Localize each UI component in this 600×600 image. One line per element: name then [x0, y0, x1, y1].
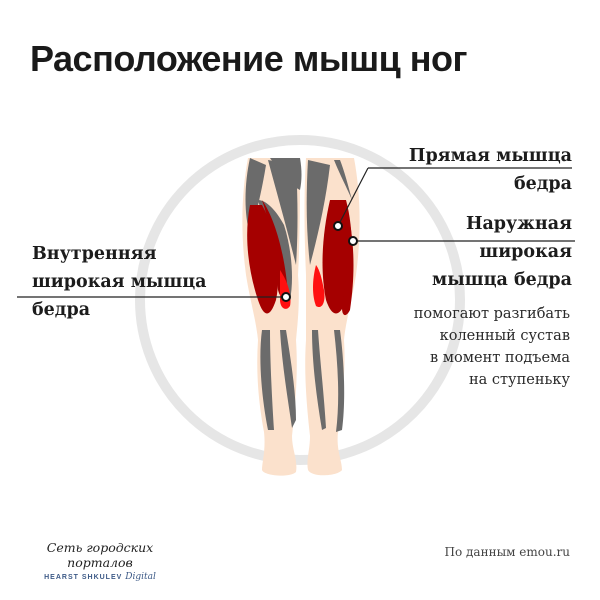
label-vastus-medialis: Внутренняя широкая мышца бедра	[32, 240, 207, 324]
description-line: на ступеньку	[469, 372, 570, 388]
label-line: мышца бедра	[432, 270, 572, 290]
description-line: коленный сустав	[439, 328, 570, 344]
label-line: широкая	[479, 242, 572, 262]
left-leg	[242, 158, 300, 476]
marker-rectus	[333, 221, 343, 231]
label-line: Прямая мышца	[408, 146, 572, 166]
publisher-logo: Сеть городских порталов HEARST SHKULEV D…	[30, 540, 170, 582]
label-line: бедра	[513, 174, 572, 194]
label-line: Наружная	[465, 214, 572, 234]
label-line: широкая мышца	[32, 272, 207, 292]
description-line: помогают разгибать	[413, 306, 570, 322]
background-circle	[135, 135, 465, 465]
marker-lateralis	[348, 236, 358, 246]
logo-text-main: Сеть городских порталов	[46, 540, 154, 570]
description-text: помогают разгибать коленный сустав в мом…	[414, 303, 570, 391]
logo-digital: Digital	[125, 572, 156, 582]
logo-brand: HEARST SHKULEV	[44, 574, 123, 581]
logo-text-brand: HEARST SHKULEV Digital	[30, 572, 170, 582]
page-title: Расположение мышц ног	[30, 38, 468, 79]
label-vastus-lateralis: Наружная широкая мышца бедра	[432, 210, 572, 294]
pointer-line-rectus	[337, 167, 369, 227]
label-line: Внутренняя	[32, 244, 157, 264]
source-credit: По данным emou.ru	[444, 545, 570, 559]
right-leg	[270, 158, 360, 476]
label-rectus-femoris: Прямая мышца бедра	[409, 142, 572, 198]
label-line: бедра	[32, 300, 91, 320]
description-line: в момент подъема	[430, 350, 570, 366]
marker-medialis	[281, 292, 291, 302]
